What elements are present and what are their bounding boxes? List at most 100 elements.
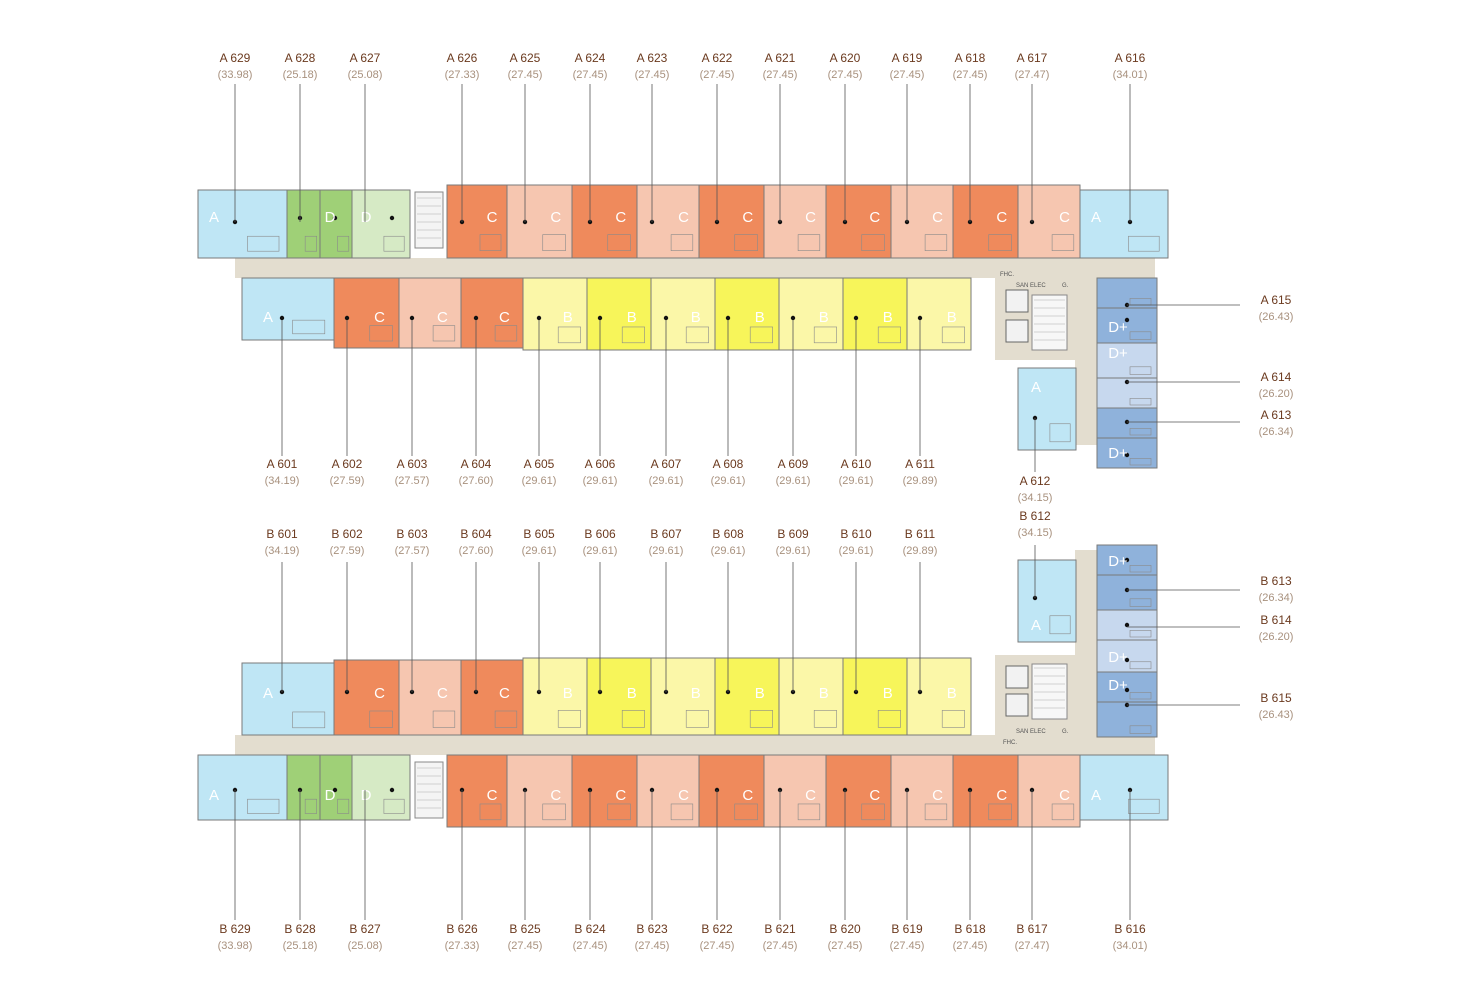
unit-type-letter: C bbox=[615, 209, 626, 226]
unit-type-letter: C bbox=[499, 685, 510, 702]
label-a-616: A 616(34.01) bbox=[1113, 51, 1147, 222]
unit-a-602: C bbox=[333, 277, 400, 349]
unit-type-letter: C bbox=[437, 685, 448, 702]
bathroom-outline bbox=[304, 235, 317, 252]
unit-room bbox=[778, 277, 844, 351]
bathroom-outline bbox=[1129, 428, 1152, 436]
unit-a-606: B bbox=[586, 277, 652, 351]
bathroom-outline bbox=[734, 234, 758, 251]
unit-area-label: (27.45) bbox=[573, 940, 608, 952]
unit-marker-dot bbox=[409, 315, 415, 321]
unit-a-624: C bbox=[571, 184, 638, 259]
unit-id-label: A 623 bbox=[637, 51, 668, 65]
unit-id-label: A 601 bbox=[267, 457, 298, 471]
unit-id-label: B 626 bbox=[446, 922, 478, 936]
unit-room bbox=[763, 754, 827, 828]
unit-type-letter: C bbox=[932, 787, 943, 804]
unit-marker-dot bbox=[790, 315, 796, 321]
bathroom-outline bbox=[685, 326, 709, 344]
unit-type-letter: B bbox=[947, 685, 957, 702]
corridor-b bbox=[235, 735, 1155, 755]
unit-area-label: (26.43) bbox=[1259, 311, 1294, 323]
unit-marker-dot bbox=[536, 315, 542, 321]
bathroom-outline bbox=[734, 803, 758, 821]
unit-room bbox=[398, 277, 462, 349]
label-b-624: B 624(27.45) bbox=[573, 790, 608, 952]
unit-area-label: (34.19) bbox=[265, 545, 300, 557]
bathroom-outline bbox=[1049, 615, 1071, 635]
unit-type-letter: C bbox=[487, 787, 498, 804]
bathroom-outline bbox=[337, 798, 350, 814]
unit-type-letter: A bbox=[209, 209, 219, 226]
label-a-620: A 620(27.45) bbox=[828, 51, 862, 222]
unit-room bbox=[890, 184, 954, 259]
unit-marker-dot bbox=[725, 315, 731, 321]
unit-area-label: (29.61) bbox=[776, 475, 811, 487]
unit-a-604: C bbox=[460, 277, 524, 349]
label-a-628: A 628(25.18) bbox=[283, 51, 317, 222]
label-a-629: A 629(33.98) bbox=[218, 51, 252, 222]
unit-id-label: B 601 bbox=[266, 527, 298, 541]
label-b-625: B 625(27.45) bbox=[508, 790, 542, 952]
unit-type-letter: C bbox=[550, 209, 561, 226]
unit-room bbox=[571, 754, 638, 828]
lift-a-1 bbox=[1005, 289, 1029, 313]
bathroom-outline bbox=[621, 710, 645, 728]
unit-area-label: (26.43) bbox=[1259, 709, 1294, 721]
wing-corridor-b bbox=[1075, 550, 1097, 745]
stair-b-bottom bbox=[414, 761, 444, 819]
unit-a-611: B bbox=[906, 277, 972, 351]
unit-type-letter: C bbox=[996, 209, 1007, 226]
unit-id-label: A 618 bbox=[955, 51, 986, 65]
unit-marker-dot bbox=[332, 787, 338, 793]
unit-room bbox=[714, 277, 780, 351]
unit-b-614 bbox=[1096, 609, 1158, 641]
unit-room bbox=[698, 754, 765, 828]
unit-type-letter: B bbox=[947, 309, 957, 326]
unit-a-614-room bbox=[1096, 377, 1158, 409]
unit-room bbox=[636, 754, 700, 828]
unit-area-label: (27.33) bbox=[445, 940, 480, 952]
bathroom-outline bbox=[292, 711, 326, 729]
unit-room bbox=[522, 657, 588, 736]
unit-id-label: B 629 bbox=[219, 922, 251, 936]
bathroom-outline bbox=[1129, 725, 1152, 734]
label-b-616: B 616(34.01) bbox=[1113, 790, 1147, 952]
unit-type-letter: C bbox=[550, 787, 561, 804]
unit-area-label: (27.60) bbox=[459, 475, 494, 487]
unit-type-letter: A bbox=[263, 309, 273, 326]
unit-type-letter: D bbox=[325, 787, 336, 804]
label-a-622: A 622(27.45) bbox=[700, 51, 734, 222]
unit-a-601: A bbox=[241, 277, 335, 341]
label-a-608: A 608(29.61) bbox=[711, 320, 745, 487]
unit-id-label: B 607 bbox=[650, 527, 682, 541]
unit-type-letter: D+ bbox=[1108, 649, 1128, 666]
unit-type-letter: B bbox=[691, 685, 701, 702]
unit-area-label: (29.61) bbox=[649, 475, 684, 487]
unit-marker-dot bbox=[1124, 317, 1130, 323]
unit-room bbox=[842, 657, 908, 736]
unit-area-label: (27.47) bbox=[1015, 69, 1050, 81]
unit-room bbox=[351, 189, 411, 259]
unit-room bbox=[506, 754, 573, 828]
unit-a-628-room-2: D bbox=[319, 189, 353, 259]
fhc-label: FHC. bbox=[1000, 272, 1014, 278]
bathroom-outline bbox=[369, 710, 393, 728]
unit-area-label: (29.61) bbox=[522, 475, 557, 487]
unit-marker-dot bbox=[1124, 657, 1130, 663]
g-label: G. bbox=[1062, 729, 1069, 735]
unit-room bbox=[1096, 574, 1158, 611]
unit-room bbox=[650, 657, 716, 736]
fhc-label: FHC. bbox=[1003, 740, 1017, 746]
unit-area-label: (33.98) bbox=[218, 940, 253, 952]
unit-area-label: (29.61) bbox=[522, 545, 557, 557]
unit-b-611: B bbox=[906, 657, 972, 736]
unit-area-label: (29.89) bbox=[903, 475, 938, 487]
unit-marker-dot bbox=[344, 315, 350, 321]
unit-id-label: A 617 bbox=[1017, 51, 1048, 65]
label-a-619: A 619(27.45) bbox=[890, 51, 924, 222]
unit-a-603: C bbox=[398, 277, 462, 349]
san-label: SAN bbox=[1016, 729, 1028, 735]
unit-id-label: A 606 bbox=[585, 457, 616, 471]
